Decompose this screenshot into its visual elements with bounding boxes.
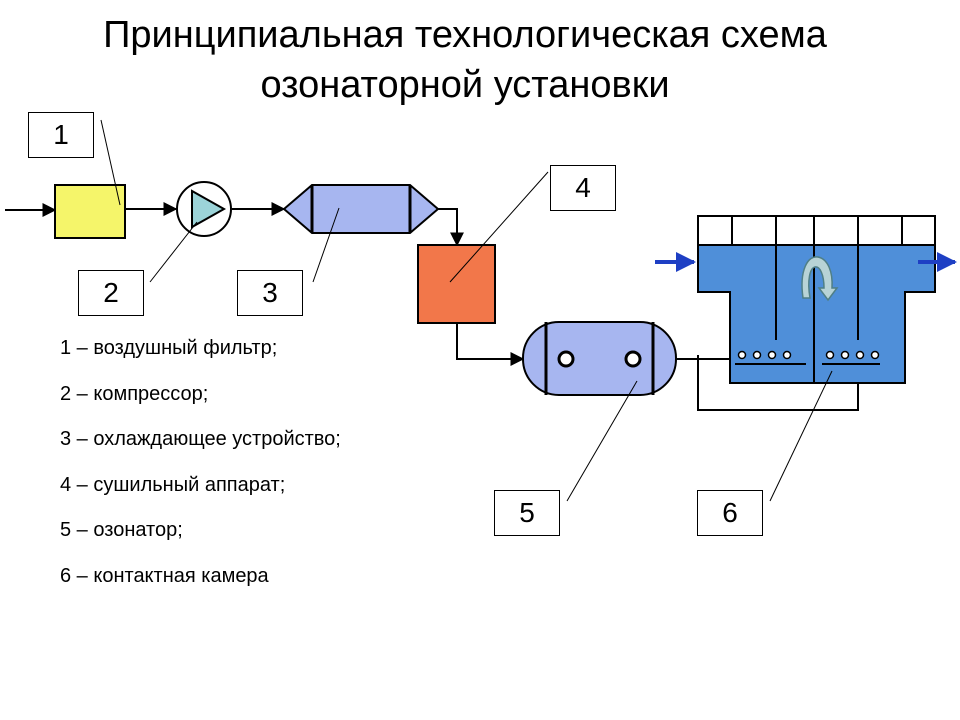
circulation-arrow-icon [801,256,839,302]
legend-item: 6 – контактная камера [60,564,269,587]
chamber-loop-line [697,355,859,411]
compressor [176,181,232,237]
air-filter [54,184,126,239]
label-box-3: 3 [237,270,303,316]
legend-item: 5 – озонатор; [60,519,183,541]
label-box-1: 1 [28,112,94,158]
leader-3 [312,207,340,283]
legend-item: 2 – компрессор; [60,382,209,405]
legend-item: 4 – сушильный аппарат; [60,473,286,496]
dryer-to-ozonator-line [456,323,525,366]
leader-6 [769,370,833,502]
dryer [417,244,496,324]
ozonator [522,321,677,396]
legend-item: 3 – охлаждающее устройство; [60,428,341,450]
legend: 1 – воздушный фильтр; 2 – компрессор; 3 … [60,333,341,606]
leader-4 [449,171,549,283]
page-title: Принципиальная технологическая схема озо… [0,10,930,110]
label-box-5: 5 [494,490,560,536]
pipelines [5,202,859,411]
cooler-to-dryer-line [438,208,464,247]
leader-2 [149,221,198,283]
legend-item: 1 – воздушный фильтр; [60,337,278,359]
label-box-4: 4 [550,165,616,211]
label-box-2: 2 [78,270,144,316]
title-line-1: Принципиальная технологическая схема [103,14,827,56]
leader-1 [100,119,121,206]
contact-chamber [697,215,936,384]
leader-lines [100,119,833,502]
leader-5 [566,380,638,502]
title-line-2: озонаторной установки [260,64,670,106]
cooling-device [282,184,440,234]
label-box-6: 6 [697,490,763,536]
